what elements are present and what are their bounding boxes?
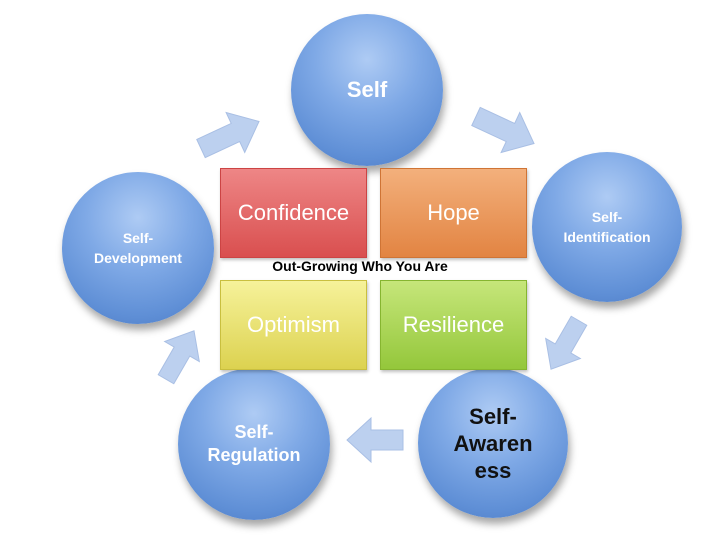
circle-self-regulation-label: Self- Regulation: [207, 422, 301, 465]
arrow-awareness-to-regulation: [346, 416, 404, 464]
circle-self-development-label: Self- Development: [94, 230, 182, 266]
circle-self: Self: [291, 14, 443, 166]
arrow-regulation-to-development: [157, 330, 200, 385]
tile-optimism-label: Optimism: [247, 312, 340, 337]
tile-optimism: Optimism: [220, 280, 367, 370]
circle-self-awareness-label: Self- Awaren ess: [453, 403, 533, 483]
arrow-identification-to-awareness: [545, 315, 588, 370]
tile-resilience: Resilience: [380, 280, 527, 370]
circle-self-identification: Self- Identification: [532, 152, 682, 302]
circle-self-label: Self: [346, 77, 388, 102]
circle-self-awareness: Self- Awaren ess: [418, 368, 568, 518]
tile-confidence: Confidence: [220, 168, 367, 258]
tile-confidence-label: Confidence: [237, 200, 350, 225]
circle-self-identification-label: Self- Identification: [563, 209, 651, 245]
tile-resilience-label: Resilience: [402, 312, 505, 337]
arrow-development-to-self: [196, 111, 260, 159]
center-title: Out-Growing Who You Are: [272, 258, 448, 274]
arrow-self-to-identification: [471, 106, 535, 154]
circle-self-development: Self- Development: [62, 172, 214, 324]
tile-hope-label: Hope: [427, 200, 480, 225]
tile-hope: Hope: [380, 168, 527, 258]
circle-self-regulation: Self- Regulation: [178, 368, 330, 520]
